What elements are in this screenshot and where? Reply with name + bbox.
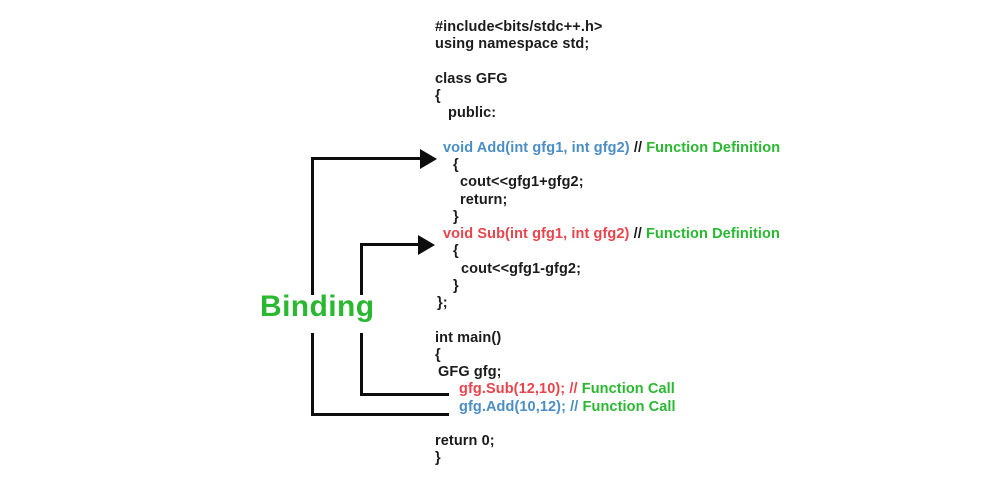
- code-segment: }: [453, 208, 459, 225]
- code-segment: return 0;: [435, 433, 495, 449]
- code-segment: void Sub(int gfg1, int gfg2): [443, 226, 634, 242]
- code-segment: gfg.Add(10,12); //: [459, 398, 583, 415]
- code-segment: Function Definition: [646, 139, 781, 156]
- code-line: void Add(int gfg1, int gfg2) // Function…: [435, 140, 780, 157]
- add-arrow-top-horizontal: [311, 157, 421, 160]
- code-line: return 0;: [435, 433, 780, 450]
- add-arrow-head-icon: [420, 149, 437, 169]
- code-line: };: [435, 295, 780, 312]
- code-segment: {: [453, 157, 459, 173]
- add-arrow-vertical-lower: [311, 333, 314, 416]
- code-segment: Function Call: [582, 398, 676, 415]
- code-line: #include<bits/stdc++.h>: [435, 19, 780, 36]
- code-segment: {: [435, 88, 441, 104]
- code-segment: //: [633, 226, 646, 242]
- code-segment: return;: [460, 191, 508, 208]
- code-line: return;: [435, 192, 780, 209]
- code-segment: {: [453, 243, 459, 260]
- code-line: [435, 416, 780, 433]
- sub-arrow-vertical-upper: [360, 243, 363, 295]
- code-segment: GFG gfg;: [438, 364, 502, 380]
- binding-label: Binding: [260, 290, 375, 323]
- code-line: gfg.Sub(12,10); // Function Call: [435, 381, 780, 398]
- code-line: cout<<gfg1+gfg2;: [435, 174, 780, 191]
- code-segment: }: [435, 450, 441, 467]
- code-segment: Function Call: [581, 381, 675, 398]
- code-line: class GFG: [435, 71, 780, 88]
- code-segment: cout<<gfg1+gfg2;: [460, 174, 584, 191]
- sub-arrow-bottom-horizontal: [360, 393, 449, 396]
- code-line: GFG gfg;: [435, 364, 780, 381]
- code-line: [435, 312, 780, 329]
- code-segment: Function Definition: [645, 226, 780, 242]
- code-segment: };: [437, 295, 448, 311]
- code-block: #include<bits/stdc++.h>using namespace s…: [435, 19, 780, 468]
- code-line: [435, 54, 780, 71]
- code-segment: void Add(int gfg1, int gfg2): [443, 139, 634, 156]
- code-segment: }: [453, 277, 459, 294]
- code-segment: cout<<gfg1-gfg2;: [461, 260, 582, 277]
- code-line: }: [435, 278, 780, 295]
- add-arrow-vertical-upper: [311, 157, 314, 295]
- sub-arrow-head-icon: [418, 235, 435, 255]
- code-line: [435, 123, 780, 140]
- code-line: {: [435, 243, 780, 260]
- code-line: public:: [435, 105, 780, 122]
- code-line: cout<<gfg1-gfg2;: [435, 261, 780, 278]
- code-segment: #include<bits/stdc++.h>: [435, 19, 603, 35]
- code-line: }: [435, 209, 780, 226]
- code-segment: //: [633, 139, 647, 156]
- code-line: }: [435, 450, 780, 467]
- code-line: gfg.Add(10,12); // Function Call: [435, 399, 780, 416]
- code-line: {: [435, 157, 780, 174]
- add-arrow-bottom-horizontal: [311, 413, 449, 416]
- sub-arrow-vertical-lower: [360, 333, 363, 395]
- code-line: {: [435, 347, 780, 364]
- code-segment: int main(): [435, 329, 502, 346]
- code-line: {: [435, 88, 780, 105]
- code-segment: {: [435, 346, 441, 363]
- code-line: void Sub(int gfg1, int gfg2) // Function…: [435, 226, 780, 243]
- code-segment: gfg.Sub(12,10); //: [459, 381, 582, 398]
- code-segment: class GFG: [435, 70, 508, 87]
- sub-arrow-top-horizontal: [360, 243, 420, 246]
- code-segment: using namespace std;: [435, 36, 590, 53]
- code-line: int main(): [435, 330, 780, 347]
- code-line: using namespace std;: [435, 36, 780, 53]
- code-segment: public:: [448, 105, 497, 122]
